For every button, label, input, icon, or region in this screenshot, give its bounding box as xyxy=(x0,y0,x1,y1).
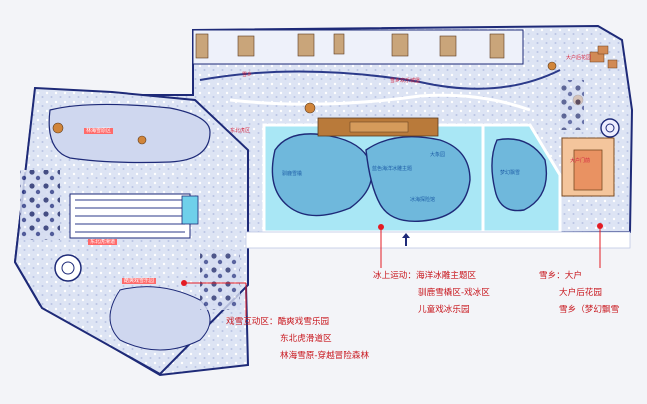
tag-east-zone: 东北虎区 xyxy=(230,128,251,134)
tag-ocean-theme: 蓝色海洋冰雕主题 xyxy=(372,166,413,172)
tag-ice-park: 冰海探险馆 xyxy=(410,197,436,203)
dahu-houses xyxy=(589,45,618,69)
legend-ice-sports-item-1: 驯鹿雪橇区-戏冰区 xyxy=(418,288,490,298)
legend-snow-town-item-1: 大户后花园 xyxy=(559,288,602,298)
dahu-house xyxy=(573,149,603,191)
path-north xyxy=(199,69,561,90)
tag-whale-area: 驯鹿雪橇 xyxy=(282,171,303,177)
legend-ice-sports-item-2: 儿童戏冰乐园 xyxy=(418,305,470,315)
trees-left xyxy=(20,170,60,240)
slide-lines xyxy=(75,199,185,233)
tag-dream-village: 梦幻飘雪 xyxy=(500,170,521,176)
marker-snow-play xyxy=(181,280,187,286)
loop-track xyxy=(48,103,211,164)
tag-ice-children: 大象园 xyxy=(430,152,446,158)
tag-forest-zone: 林海雪原区 xyxy=(84,128,114,134)
legend-snow-play-title: 戏雪互动区：酷爽戏雪乐园 xyxy=(226,317,330,327)
legend-snow-play-item-1: 东北虎滑道区 xyxy=(280,334,332,344)
tag-dahu-garden: 大户后花园 xyxy=(566,55,592,61)
round-structure xyxy=(54,254,82,282)
marker-snow-town xyxy=(597,223,603,229)
trees-bottom xyxy=(200,250,240,310)
legend-snow-town-item-2: 雪乡（梦幻飘雪 xyxy=(559,305,620,315)
spiral-tower xyxy=(600,118,620,138)
path-north-2 xyxy=(229,93,531,112)
pond-right xyxy=(491,138,548,212)
legend-snow-town-title: 雪乡：大户 xyxy=(539,271,582,281)
entry-arrow xyxy=(402,233,410,246)
marker-ice-sports xyxy=(378,224,384,230)
tag-amusement: 酷爽戏雪乐园 xyxy=(122,278,157,284)
play-area xyxy=(109,286,211,351)
tag-snow-village: 雪乡 xyxy=(242,72,253,78)
legend-ice-sports-title: 冰上运动：海洋冰雕主题区 xyxy=(373,271,477,281)
tag-snow-castle: 雪乡欢乐城堡 xyxy=(390,78,421,84)
entrance-road xyxy=(245,231,631,249)
legend-snow-play-item-2: 林海雪原-穿越冒险森林 xyxy=(280,351,370,361)
pond-center xyxy=(365,135,471,222)
tag-dahu: 大户门前 xyxy=(570,158,591,164)
tag-east-slide: 东北虎滑道 xyxy=(88,239,118,245)
rooftops xyxy=(195,33,505,59)
trees-east xyxy=(560,80,584,130)
ticket-building xyxy=(181,195,199,225)
